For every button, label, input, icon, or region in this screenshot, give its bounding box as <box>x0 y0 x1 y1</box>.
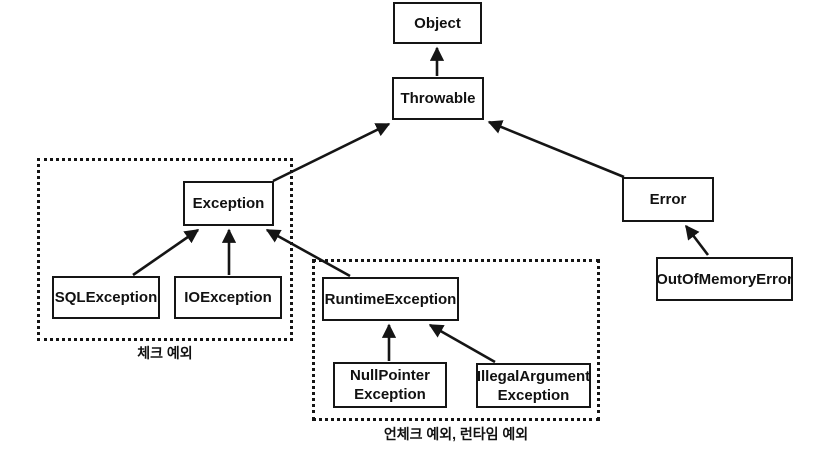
node-out-of-memory-error: OutOfMemoryError <box>656 257 793 301</box>
node-error: Error <box>622 177 714 222</box>
node-throwable: Throwable <box>392 77 484 120</box>
node-io-exception: IOException <box>174 276 282 319</box>
group-unchecked-exceptions <box>312 259 600 421</box>
node-null-pointer-exception: NullPointer Exception <box>333 362 447 408</box>
arrow-out-of-memory-to-error <box>684 224 710 256</box>
node-exception: Exception <box>183 181 274 226</box>
group-checked-exceptions-label: 체크 예외 <box>137 345 193 361</box>
group-unchecked-exceptions-label: 언체크 예외, 런타임 예외 <box>383 426 529 442</box>
node-runtime-exception: RuntimeException <box>322 277 459 321</box>
node-object: Object <box>393 2 482 44</box>
arrow-error-to-throwable <box>487 120 625 179</box>
node-sql-exception: SQLException <box>52 276 160 319</box>
node-illegal-argument-exception: IllegalArgument Exception <box>476 363 591 408</box>
